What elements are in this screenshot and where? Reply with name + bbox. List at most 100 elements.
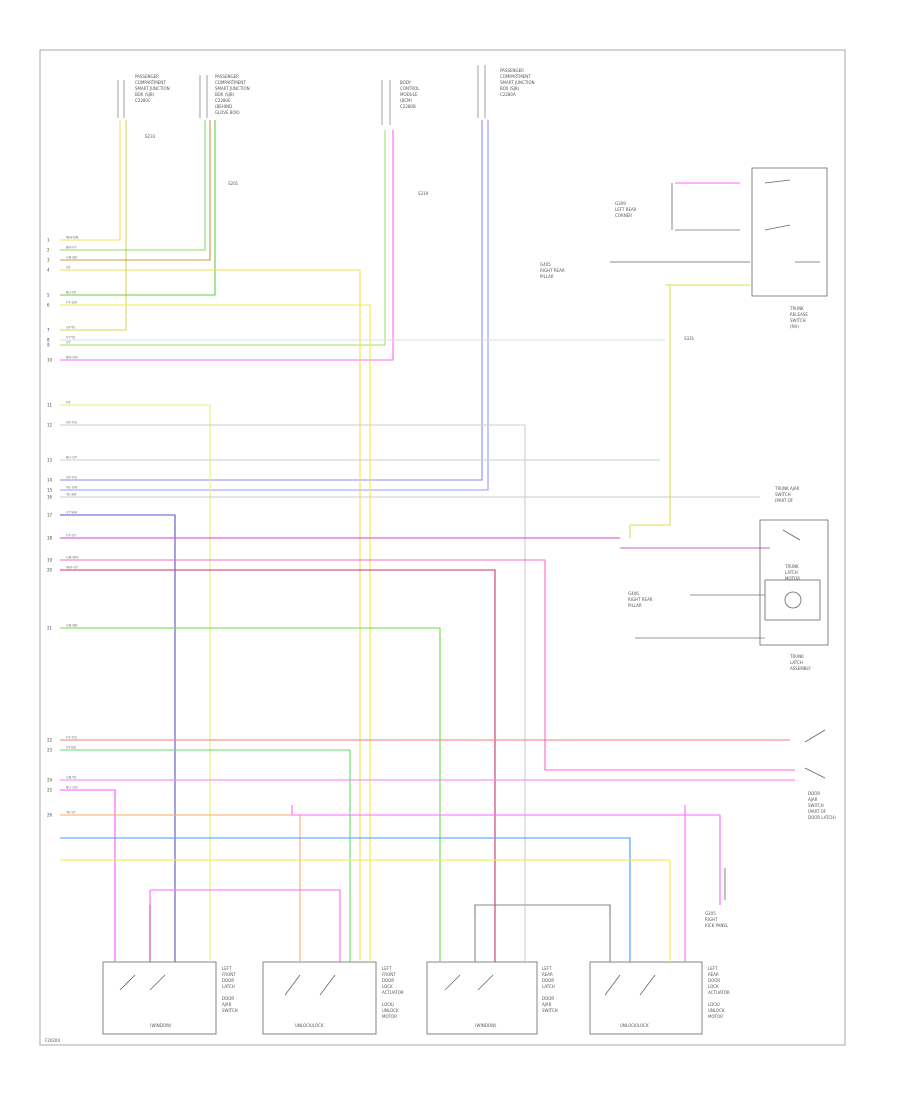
wire-trace — [150, 889, 341, 905]
pin-number: 20 — [47, 568, 53, 573]
wire-trace — [60, 120, 211, 261]
wire-trace — [60, 627, 441, 905]
wire-trace — [291, 805, 721, 905]
pin-number: 26 — [47, 813, 53, 818]
wire-trace — [60, 120, 483, 481]
wire-trace — [60, 749, 351, 905]
pin-number: 5 — [47, 293, 50, 298]
wire-color-label: GN-BN — [66, 624, 78, 628]
component-label: DOOR AJAR SWITCH (PART OF DOOR LATCH) — [808, 791, 836, 820]
pin-number: 14 — [47, 478, 53, 483]
wire-color-label: GN-YE — [66, 776, 77, 780]
trunk-release-switch: TRUNK RELEASE SWITCH (RH) — [751, 167, 828, 329]
wire-color-label: GN-WH — [66, 556, 79, 560]
ground-label: G205 RIGHT KICK PANEL — [705, 911, 729, 928]
ground-symbol-d: G205 RIGHT KICK PANEL — [705, 868, 729, 928]
module-inner-label: (WINDOW) — [475, 1023, 497, 1028]
splice-label: S331 — [684, 336, 695, 341]
connector-label: BODY CONTROL MODULE (BCM) C2280B — [400, 80, 421, 109]
pin-number: 23 — [47, 748, 53, 753]
wire-color-label: VT — [66, 341, 71, 345]
wire-color-label: GY-OG — [66, 476, 77, 480]
component-label: TRUNK AJAR SWITCH (PART OF — [774, 486, 801, 503]
wire-color-label: GY-YE — [66, 326, 75, 330]
wire-color-label: VT-YE — [66, 336, 75, 340]
bottom-module-4: UNLOCK/LOCK LEFT REAR DOOR LOCK ACTUATOR… — [589, 961, 731, 1035]
wire-color-label: WH-BN — [66, 236, 79, 240]
wire-color-label: BN-GN — [66, 356, 78, 360]
splice-label: S233 — [145, 134, 156, 139]
pin-number: 2 — [47, 248, 50, 253]
ground-label: G405 RIGHT REAR PILLAR — [540, 262, 566, 279]
figure-code: F20204 — [45, 1038, 60, 1043]
pin-number: 10 — [47, 358, 53, 363]
top-connector-3: BODY CONTROL MODULE (BCM) C2280B — [381, 80, 421, 125]
wire-color-label: GY-OG — [66, 421, 77, 425]
wire-trace — [629, 500, 671, 538]
ground-label: G406 RIGHT REAR PILLAR — [628, 591, 654, 608]
pin-number: 1 — [47, 238, 50, 243]
top-connector-2: PASSENGER COMPARTMENT SMART JUNCTION BOX… — [199, 74, 250, 118]
wire-color-label: VT-BU — [66, 746, 77, 750]
wire-color-label: GY — [66, 266, 72, 270]
ground-symbol-b: G405 RIGHT REAR PILLAR — [540, 262, 566, 279]
component-label: TRUNK LATCH MOTOR — [784, 564, 800, 581]
splice-label: S201 — [228, 181, 239, 186]
wire-color-label: BU-GN — [66, 786, 78, 790]
pin-number: 11 — [47, 403, 53, 408]
pin-number: 9 — [47, 343, 50, 348]
trunk-ajar-switch: TRUNK AJAR SWITCH (PART OF — [774, 486, 801, 541]
wire-trace — [60, 304, 371, 905]
module-inner-label: UNLOCK/LOCK — [620, 1023, 649, 1028]
wire-color-label: YE-GN — [66, 486, 77, 490]
wire-color-label: GY — [66, 401, 72, 405]
wire-color-label: YE-BN — [66, 493, 77, 497]
pin-number: 18 — [47, 536, 53, 541]
module-inner-label: UNLOCK/LOCK — [295, 1023, 324, 1028]
pin-number: 4 — [47, 268, 50, 273]
wire-trace — [60, 120, 127, 331]
wire-color-label: VT-GY — [66, 534, 77, 538]
component-label: TRUNK RELEASE SWITCH (RH) — [789, 306, 809, 329]
wire-trace — [60, 859, 671, 905]
pin-number: 21 — [47, 626, 53, 631]
wire-color-label: BN-VT — [66, 246, 77, 250]
wire-color-label: VT-GN — [66, 301, 77, 305]
wire-trace — [60, 837, 631, 905]
wire-trace — [60, 120, 489, 491]
wire-trace — [60, 120, 216, 296]
wire-color-label: YE-VT — [66, 811, 77, 815]
wire-trace — [60, 120, 206, 251]
pin-number: 12 — [47, 423, 53, 428]
ground-symbol-c: G406 RIGHT REAR PILLAR — [628, 591, 654, 608]
wire-trace — [60, 120, 121, 241]
wire-trace — [60, 130, 394, 361]
pin-number: 22 — [47, 738, 53, 743]
pin-number: 19 — [47, 558, 53, 563]
splice-label: S319 — [418, 191, 429, 196]
module-label: LEFT REAR DOOR LATCH DOOR AJAR SWITCH — [542, 966, 558, 1013]
wire-trace — [60, 569, 496, 905]
trunk-latch-assembly: TRUNK LATCH ASSEMBLY — [759, 519, 829, 671]
wire-color-label: VT-OG — [66, 736, 77, 740]
wire-trace — [60, 789, 116, 905]
top-connector-1: PASSENGER COMPARTMENT SMART JUNCTION BOX… — [117, 74, 171, 118]
pin-number: 24 — [47, 778, 53, 783]
pin-number: 15 — [47, 488, 53, 493]
wire-trace — [60, 130, 386, 346]
wire-color-label: VT-WH — [66, 511, 78, 515]
pin-number: 13 — [47, 458, 53, 463]
connector-label: PASSENGER COMPARTMENT SMART JUNCTION BOX… — [135, 74, 171, 103]
pin-number: 3 — [47, 258, 50, 263]
wire-trace — [60, 559, 795, 771]
pin-number: 17 — [47, 513, 53, 518]
pin-number: 6 — [47, 303, 50, 308]
wire-trace — [665, 284, 671, 500]
top-connector-4: PASSENGER COMPARTMENT SMART JUNCTION BOX… — [477, 65, 536, 118]
bottom-module-1: (WINDOW) LEFT FRONT DOOR LATCH DOOR AJAR… — [102, 961, 238, 1035]
connector-label: PASSENGER COMPARTMENT SMART JUNCTION BOX… — [500, 68, 536, 97]
module-label: LEFT REAR DOOR LOCK ACTUATOR LOCK/ UNLOC… — [708, 966, 731, 1019]
module-label: LEFT FRONT DOOR LATCH DOOR AJAR SWITCH — [222, 966, 238, 1013]
